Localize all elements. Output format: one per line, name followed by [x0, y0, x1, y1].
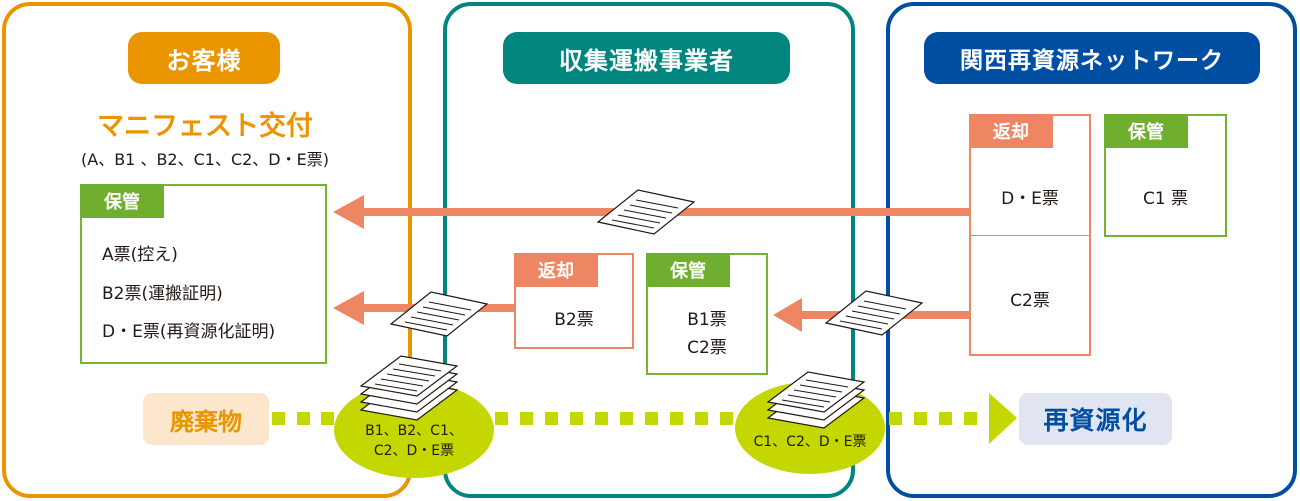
waste-flow-line — [272, 393, 1017, 444]
document-icon — [596, 189, 696, 235]
flow-arrowhead — [989, 393, 1017, 444]
manifest-subtitle: (A、B1 、B2、C1、C2、D・E票) — [81, 150, 329, 169]
customer-title: お客様 — [128, 32, 280, 84]
document-stack-icon — [766, 371, 866, 429]
store-line-b2: B2票(運搬証明) — [102, 284, 223, 304]
return-box-divider — [971, 235, 1089, 236]
store-text-c1: C1 票 — [1142, 189, 1189, 209]
waste-label: 廃棄物 — [143, 393, 269, 445]
store-line-a: A票(控え) — [102, 245, 178, 265]
carrier-store-box: 保管 B1票 C2票 — [646, 253, 768, 375]
document-stack-icon — [359, 355, 459, 421]
return-tag: 返却 — [969, 114, 1053, 148]
kansai-network-panel — [886, 2, 1297, 498]
store-tag: 保管 — [646, 253, 730, 287]
carrier-title: 収集運搬事業者 — [503, 32, 790, 84]
return-text-c2: C2票 — [1010, 291, 1050, 311]
customer-store-box: 保管 A票(控え) B2票(運搬証明) D・E票(再資源化証明) — [80, 184, 327, 364]
carrier-return-box: 返却 B2票 — [514, 253, 634, 349]
bundle-label-customer-line2: C2、D・E票 — [373, 443, 455, 459]
kansai-store-box: 保管 C1 票 — [1104, 114, 1227, 237]
kansai-title: 関西再資源ネットワーク — [924, 32, 1260, 84]
store-line-c2: C2票 — [687, 338, 727, 358]
bundle-label-customer-line1: B1、B2、C1、 — [365, 423, 463, 439]
return-text-de: D・E票 — [1001, 189, 1059, 209]
manifest-title: マニフェスト交付 — [97, 111, 313, 142]
kansai-return-box: 返却 D・E票 C2票 — [969, 114, 1091, 356]
store-line-de: D・E票(再資源化証明) — [102, 322, 276, 342]
return-text: B2票 — [554, 310, 594, 330]
document-icon — [389, 291, 489, 337]
store-tag: 保管 — [1104, 114, 1188, 148]
store-line-b1: B1票 — [687, 310, 727, 330]
bundle-label-carrier: C1、C2、D・E票 — [753, 434, 867, 450]
return-tag: 返却 — [514, 253, 598, 287]
store-tag: 保管 — [80, 184, 164, 218]
document-icon — [824, 290, 924, 336]
recycle-label: 再資源化 — [1019, 393, 1172, 445]
